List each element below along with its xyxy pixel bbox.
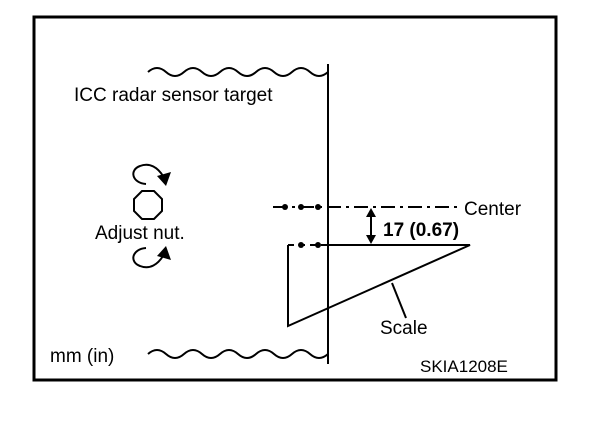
rotate-arrow-icon	[132, 246, 171, 269]
scale-leader-line	[391, 282, 407, 319]
rotate-arrow-icon	[132, 163, 171, 186]
dimension-arrowhead-down	[366, 235, 376, 244]
center-label: Center	[464, 199, 522, 220]
scale-dot	[298, 242, 304, 248]
scale-label: Scale	[380, 318, 428, 339]
target-surface-top	[147, 67, 329, 77]
figure-code: SKIA1208E	[420, 357, 508, 376]
center-dot	[298, 204, 304, 210]
dimension-arrowhead-up	[366, 208, 376, 217]
adjust-nut-label: Adjust nut.	[95, 223, 185, 244]
center-dot	[315, 204, 321, 210]
diagram-frame	[32, 15, 558, 382]
octagon-nut-icon	[133, 190, 163, 220]
scale-dot	[315, 242, 321, 248]
center-dot	[282, 204, 288, 210]
units-label: mm (in)	[50, 346, 114, 367]
dimension-label: 17 (0.67)	[383, 220, 459, 241]
scale-triangle	[287, 244, 471, 328]
target-label: ICC radar sensor target	[74, 85, 273, 106]
target-surface-bottom	[147, 349, 329, 359]
